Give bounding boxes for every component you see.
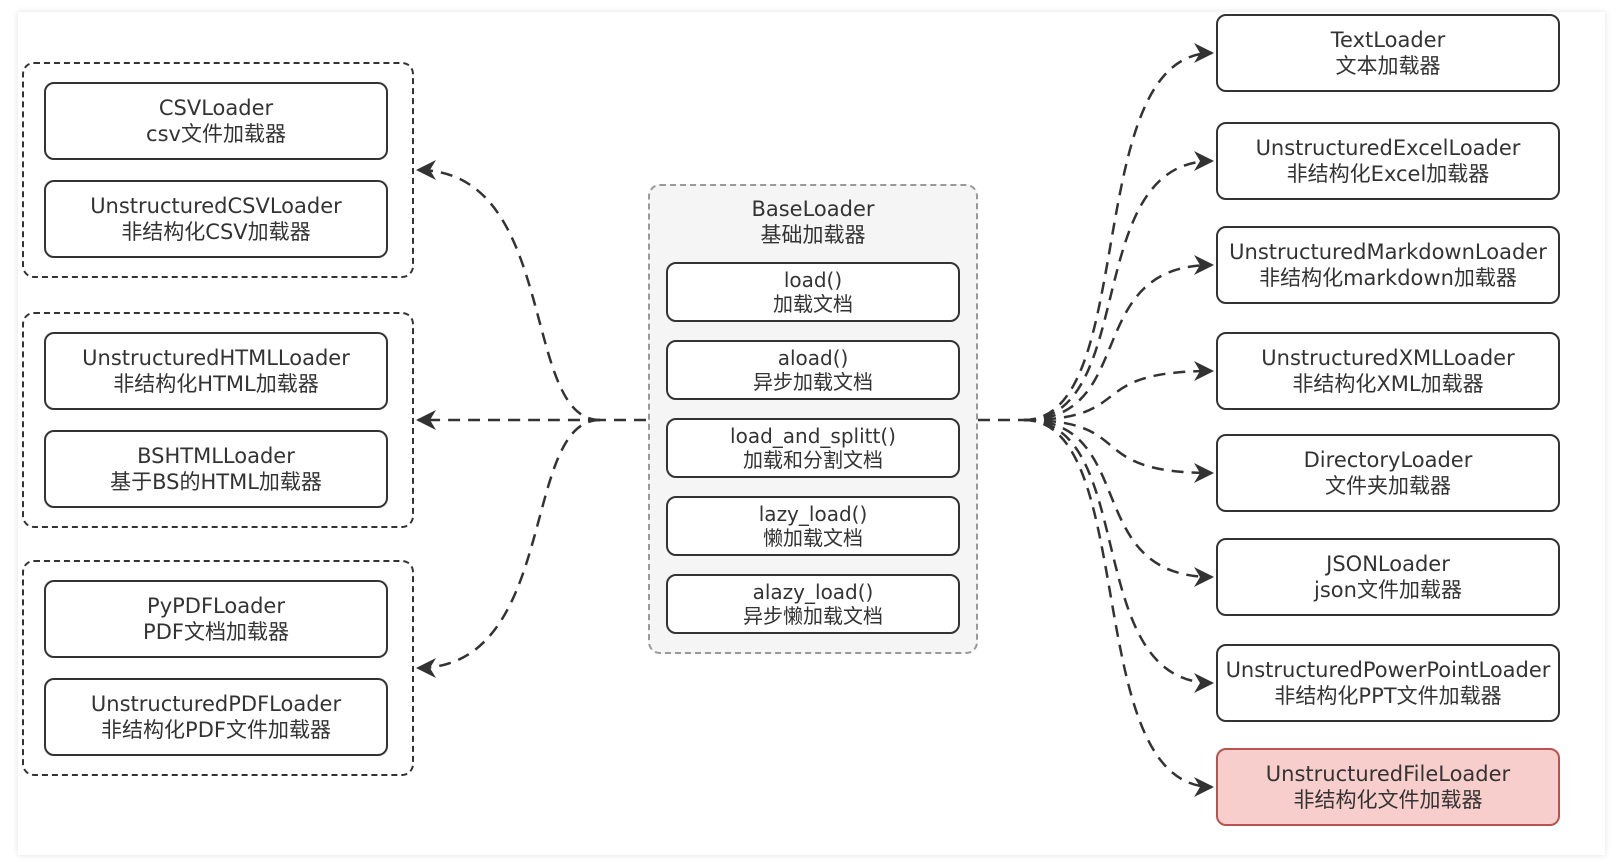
loader-node-bshtmlloader[interactable]: BSHTMLLoader 基于BS的HTML加载器 <box>44 430 388 508</box>
left-group-pdf <box>22 560 414 776</box>
loader-node-unstructuredhtmlloader[interactable]: UnstructuredHTMLLoader 非结构化HTML加载器 <box>44 332 388 410</box>
loader-name: UnstructuredHTMLLoader <box>82 345 350 370</box>
loader-name: JSONLoader <box>1326 551 1450 576</box>
method-name: alazy_load() <box>752 580 874 604</box>
loader-name: PyPDFLoader <box>147 593 285 618</box>
method-desc: 异步加载文档 <box>753 370 873 394</box>
loader-node-csvloader[interactable]: CSVLoader csv文件加载器 <box>44 82 388 160</box>
dashed-connector <box>416 418 601 678</box>
loader-name: UnstructuredFileLoader <box>1265 761 1511 786</box>
loader-name: UnstructuredMarkdownLoader <box>1229 239 1547 264</box>
dashed-connector <box>1023 418 1214 693</box>
left-group-html <box>22 312 414 528</box>
loader-name: UnstructuredXMLLoader <box>1261 345 1515 370</box>
method-name: load() <box>783 268 843 292</box>
method-name: aload() <box>777 346 849 370</box>
dashed-connector <box>1023 43 1214 422</box>
loader-node-unstructuredpdfloader[interactable]: UnstructuredPDFLoader 非结构化PDF文件加载器 <box>44 678 388 756</box>
loader-desc: 非结构化XML加载器 <box>1292 372 1484 396</box>
loader-node-unstructuredmarkdownloader[interactable]: UnstructuredMarkdownLoader 非结构化markdown加… <box>1216 226 1560 304</box>
method-node-load-and-split[interactable]: load_and_splitt() 加载和分割文档 <box>666 418 960 478</box>
loader-desc: 非结构化HTML加载器 <box>113 372 319 396</box>
baseloader-title: BaseLoader 基础加载器 <box>648 196 978 252</box>
baseloader-desc: 基础加载器 <box>760 223 866 248</box>
loader-desc: 非结构化PPT文件加载器 <box>1274 684 1502 708</box>
loader-name: UnstructuredCSVLoader <box>90 193 342 218</box>
loader-node-unstructuredcsvloader[interactable]: UnstructuredCSVLoader 非结构化CSV加载器 <box>44 180 388 258</box>
method-desc: 加载文档 <box>773 292 853 316</box>
method-desc: 加载和分割文档 <box>743 448 883 472</box>
loader-desc: PDF文档加载器 <box>143 620 289 644</box>
loader-desc: 非结构化PDF文件加载器 <box>101 718 331 742</box>
method-node-aload[interactable]: aload() 异步加载文档 <box>666 340 960 400</box>
loader-desc: 非结构化markdown加载器 <box>1259 266 1517 290</box>
loader-node-directoryloader[interactable]: DirectoryLoader 文件夹加载器 <box>1216 434 1560 512</box>
method-name: load_and_splitt() <box>730 424 896 448</box>
method-node-alazy-load[interactable]: alazy_load() 异步懒加载文档 <box>666 574 960 634</box>
loader-node-textloader[interactable]: TextLoader 文本加载器 <box>1216 14 1560 92</box>
dashed-connector <box>1023 255 1214 422</box>
method-node-load[interactable]: load() 加载文档 <box>666 262 960 322</box>
left-group-csv <box>22 62 414 278</box>
loader-node-jsonloader[interactable]: JSONLoader json文件加载器 <box>1216 538 1560 616</box>
method-desc: 异步懒加载文档 <box>743 604 883 628</box>
baseloader-name: BaseLoader <box>751 197 875 221</box>
loader-name: UnstructuredPowerPointLoader <box>1225 657 1551 682</box>
loader-name: UnstructuredExcelLoader <box>1255 135 1521 160</box>
method-name: lazy_load() <box>758 502 868 526</box>
dashed-connector <box>1023 418 1214 797</box>
right-connectors <box>978 43 1214 797</box>
loader-node-pypdfloader[interactable]: PyPDFLoader PDF文档加载器 <box>44 580 388 658</box>
loader-node-unstructuredpowerpointloader[interactable]: UnstructuredPowerPointLoader 非结构化PPT文件加载… <box>1216 644 1560 722</box>
loader-name: BSHTMLLoader <box>137 443 295 468</box>
method-node-lazy-load[interactable]: lazy_load() 懒加载文档 <box>666 496 960 556</box>
loader-desc: 非结构化Excel加载器 <box>1286 162 1490 186</box>
loader-desc: 文件夹加载器 <box>1325 474 1451 498</box>
loader-name: DirectoryLoader <box>1303 447 1473 472</box>
loader-node-unstructuredfileloader[interactable]: UnstructuredFileLoader 非结构化文件加载器 <box>1216 748 1560 826</box>
dashed-connector <box>416 160 601 422</box>
loader-name: TextLoader <box>1330 27 1446 52</box>
loader-name: CSVLoader <box>158 95 274 120</box>
loader-desc: 文本加载器 <box>1335 54 1441 78</box>
dashed-connector <box>1023 418 1214 587</box>
method-desc: 懒加载文档 <box>763 526 863 550</box>
loader-desc: json文件加载器 <box>1314 578 1462 602</box>
loader-desc: 非结构化CSV加载器 <box>121 220 311 244</box>
loader-desc: 非结构化文件加载器 <box>1293 788 1483 812</box>
loader-node-unstructuredxmlloader[interactable]: UnstructuredXMLLoader 非结构化XML加载器 <box>1216 332 1560 410</box>
loader-desc: 基于BS的HTML加载器 <box>110 470 322 494</box>
left-connectors <box>416 160 646 678</box>
loader-desc: csv文件加载器 <box>146 122 286 146</box>
loader-node-unstructuredexcelloader[interactable]: UnstructuredExcelLoader 非结构化Excel加载器 <box>1216 122 1560 200</box>
loader-name: UnstructuredPDFLoader <box>90 691 342 716</box>
dashed-connector <box>1023 151 1214 422</box>
